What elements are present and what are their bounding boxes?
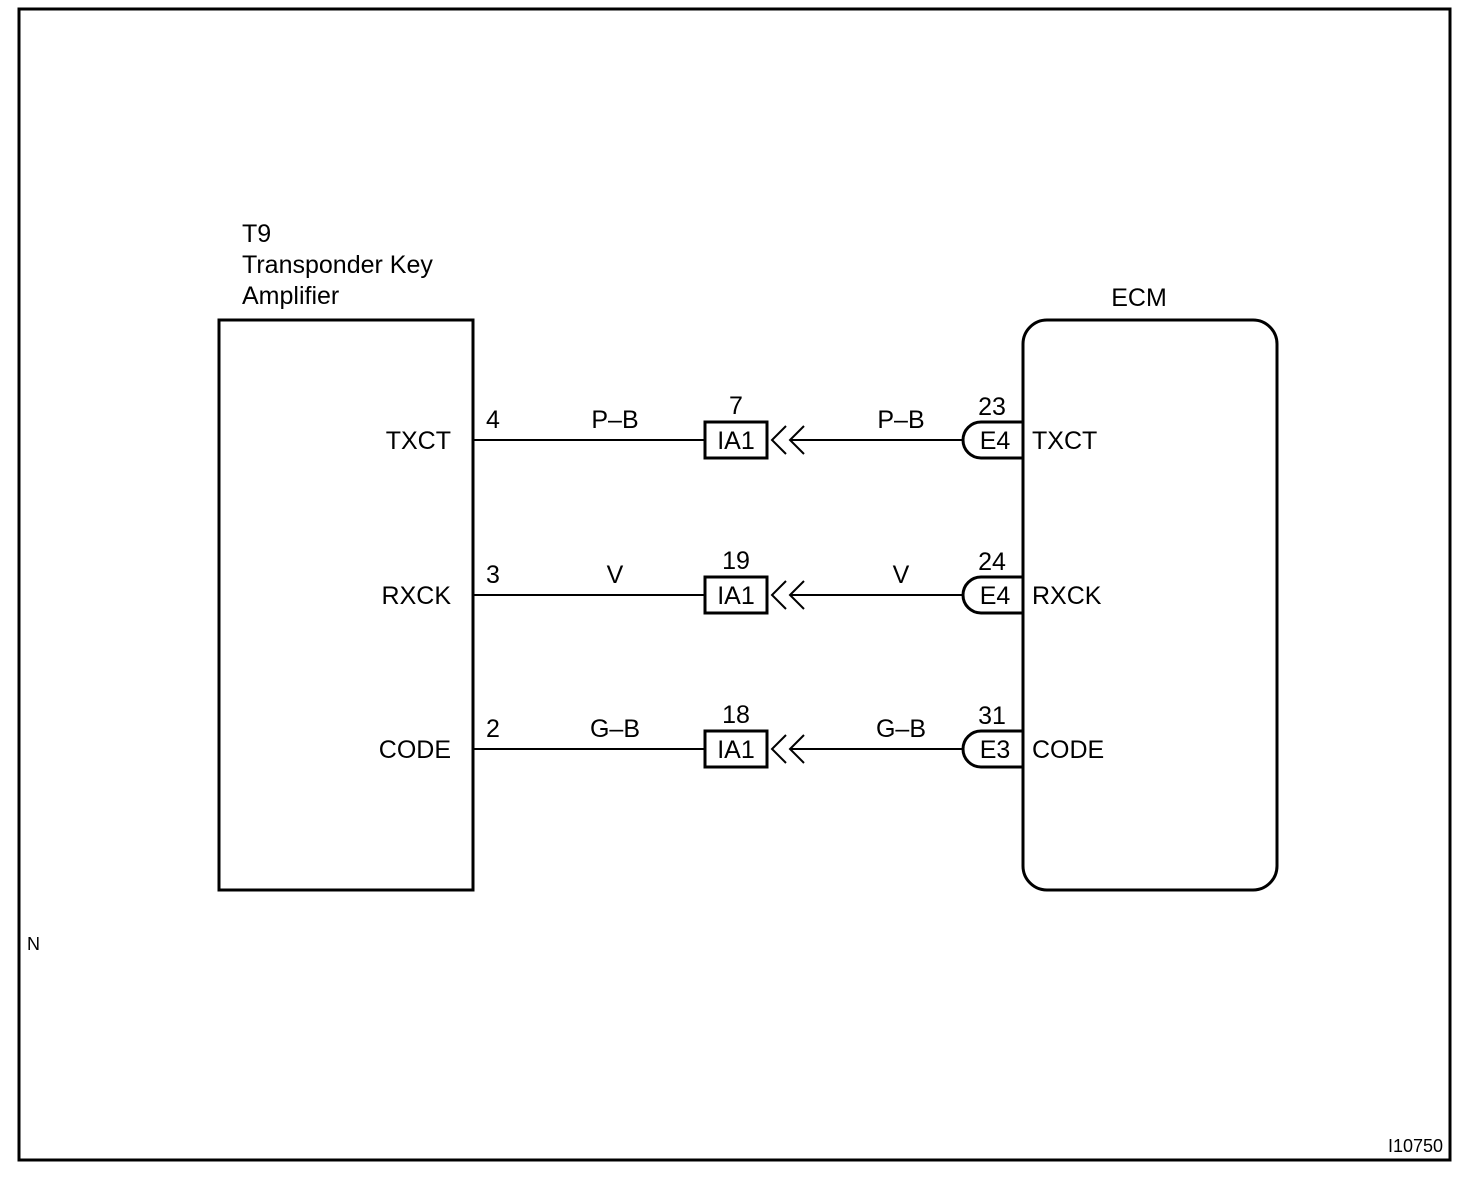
junction-connector-box [703, 420, 769, 460]
wire-color-right: P–B [877, 406, 924, 434]
ecm-connector-label: E4 [980, 582, 1011, 610]
corner-mark: N [27, 934, 40, 954]
amplifier-name-line2: Amplifier [242, 282, 339, 310]
figure-id: I10750 [1388, 1136, 1443, 1156]
ecm-connector-pill [961, 575, 1023, 615]
wire-color-left: V [607, 561, 624, 589]
amplifier-pin-number: 2 [486, 715, 500, 743]
amplifier-box [217, 318, 475, 892]
ecm-title: ECM [1111, 284, 1167, 312]
junction-pin-number: 19 [722, 547, 750, 575]
junction-connector-label: IA1 [717, 427, 755, 455]
amplifier-pin-number: 4 [486, 406, 500, 434]
wire-color-left: P–B [591, 406, 638, 434]
junction-connector-label: IA1 [717, 582, 755, 610]
diagram-frame [17, 7, 1452, 1162]
junction-pin-number: 18 [722, 701, 750, 729]
ecm-connector-label: E3 [980, 736, 1011, 764]
amplifier-signal-label: CODE [379, 736, 451, 764]
ecm-pin-number: 23 [978, 393, 1006, 421]
connector-chevron-icon [770, 425, 787, 455]
connector-chevron-icon [770, 734, 787, 764]
ecm-pin-number: 24 [978, 548, 1006, 576]
connector-chevron-icon [770, 580, 787, 610]
ecm-signal-label: RXCK [1032, 582, 1102, 610]
ecm-connector-label: E4 [980, 427, 1011, 455]
amplifier-name-line1: Transponder Key [242, 251, 433, 279]
wire-color-right: V [893, 561, 910, 589]
ecm-connector-pill [961, 729, 1023, 769]
ecm-pin-number: 31 [978, 702, 1006, 730]
ecm-signal-label: CODE [1032, 736, 1104, 764]
ecm-box [1021, 318, 1279, 892]
wire-color-left: G–B [590, 715, 640, 743]
junction-connector-box [703, 729, 769, 769]
wire-color-right: G–B [876, 715, 926, 743]
amplifier-pin-number: 3 [486, 561, 500, 589]
junction-connector-box [703, 575, 769, 615]
amplifier-signal-label: TXCT [386, 427, 451, 455]
amplifier-id: T9 [242, 220, 271, 248]
ecm-connector-pill [961, 420, 1023, 460]
junction-pin-number: 7 [729, 392, 743, 420]
junction-connector-label: IA1 [717, 736, 755, 764]
amplifier-signal-label: RXCK [382, 582, 452, 610]
ecm-signal-label: TXCT [1032, 427, 1097, 455]
